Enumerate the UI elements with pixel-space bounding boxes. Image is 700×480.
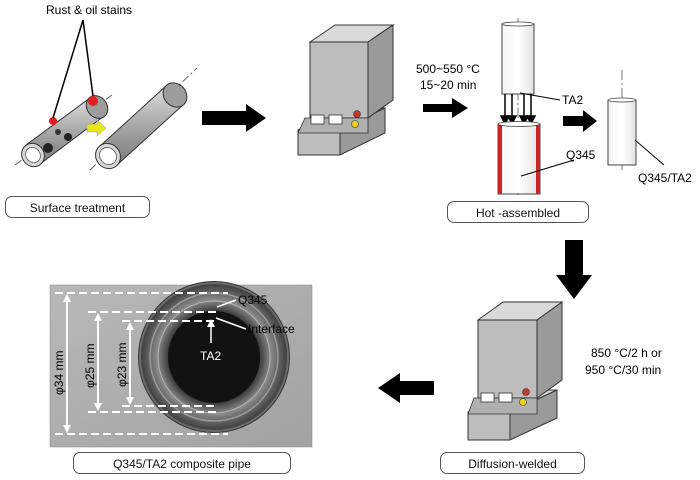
arrow-icon: [423, 98, 468, 118]
stain-icon: [49, 117, 57, 125]
temp1-line1: 500~550 °C: [416, 62, 480, 76]
ta2-photo-arrowhead: [207, 319, 215, 327]
temp2-line2: 950 °C/30 min: [585, 363, 661, 377]
q345-ta2-label: Q345/TA2: [638, 171, 692, 185]
ta2-photo-label: TA2: [200, 349, 221, 363]
stain-pointers: [52, 19, 94, 119]
pipe-cleaned: [89, 67, 198, 171]
composite-pipe-caption: Q345/TA2 composite pipe: [73, 452, 291, 474]
q345-photo-pointer: [216, 299, 237, 308]
interface-label: Interface: [248, 322, 295, 336]
q345-pointer: [520, 159, 575, 177]
furnace-icon: [467, 301, 564, 441]
ta2-label: TA2: [562, 93, 583, 107]
dim-25-label: φ25 mm: [83, 344, 97, 388]
pipe-untreated: [14, 94, 113, 168]
temp1-line2: 15~20 min: [420, 78, 476, 92]
ta2-pointer: [519, 92, 561, 101]
hot-assembled-caption: Hot -assembled: [447, 201, 589, 223]
arrow-icon: [202, 104, 266, 132]
q345-photo-label: Q345: [238, 293, 268, 307]
composite-pipe-photo: [49, 281, 313, 448]
q345-tube: [497, 121, 541, 195]
surface-treatment-caption: Surface treatment: [5, 196, 150, 218]
stain-icon: [55, 129, 61, 135]
interface-pointer: [215, 317, 247, 330]
stain-icon: [88, 96, 98, 106]
arrow-icon: [563, 110, 597, 132]
dim-23-label: φ23 mm: [115, 343, 129, 387]
diffusion-welded-caption: Diffusion-welded: [440, 452, 585, 474]
dimension-arrowheads: [63, 294, 134, 433]
arrow-icon: [378, 373, 434, 403]
rust-oil-label: Rust & oil stains: [46, 3, 132, 17]
transfer-arrow-icon: [86, 119, 107, 137]
temp2-line1: 850 °C/2 h or: [591, 346, 662, 360]
insert-arrows: [499, 94, 537, 126]
q345-label: Q345: [566, 148, 596, 162]
arrow-icon: [556, 240, 592, 299]
stain-icon: [43, 143, 53, 153]
q345-ta2-pointer: [634, 139, 665, 166]
assembled-tube: [607, 70, 637, 170]
dimension-lines: [55, 292, 228, 435]
stain-icon: [64, 133, 72, 141]
dim-34-label: φ34 mm: [52, 351, 66, 395]
furnace-icon: [297, 24, 395, 156]
